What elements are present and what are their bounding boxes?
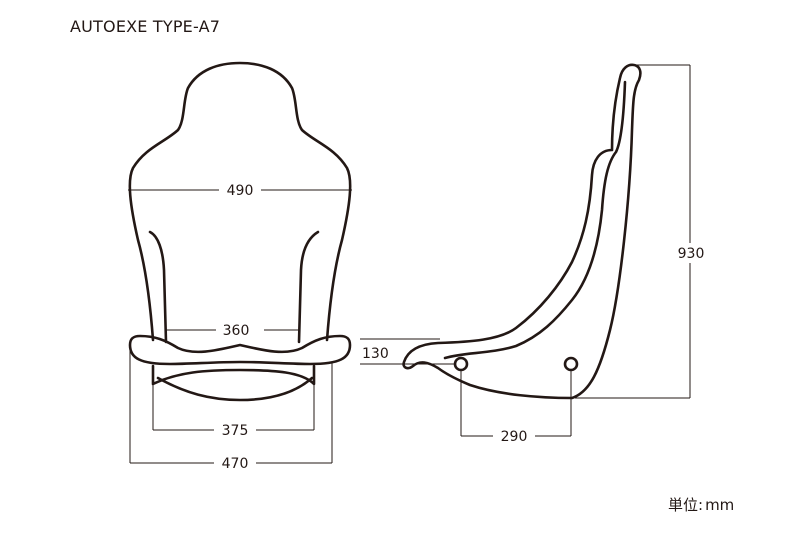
dim-label-375: 375: [222, 423, 249, 439]
side-mount-hole-front: [453, 356, 469, 372]
diagram-title: AUTOEXE TYPE-A7: [70, 17, 221, 36]
dim-label-130: 130: [362, 346, 389, 362]
dim-label-bg-930: [672, 243, 712, 263]
dim-label-bg-360: [216, 320, 264, 340]
unit-label: 単位:: [668, 496, 704, 514]
front-seat-base: [151, 364, 316, 386]
front-right-bolster: [297, 230, 320, 344]
side-seat-outline: [402, 63, 642, 400]
dim-label-490: 490: [227, 183, 254, 199]
dim-label-bg-290: [493, 426, 535, 446]
dim-label-bg-470: [214, 453, 256, 473]
front-view: 490 360 375 470: [128, 61, 352, 473]
dim-label-bg-375: [214, 420, 256, 440]
front-seat-outline: [128, 61, 352, 342]
side-mount-hole-rear: [563, 356, 579, 372]
dim-label-360: 360: [223, 323, 250, 339]
dim-label-930: 930: [678, 246, 705, 262]
front-left-bolster: [148, 230, 168, 344]
dim-label-290: 290: [501, 429, 528, 445]
side-view: 130 290 930: [360, 63, 712, 446]
front-seat-cushion: [128, 334, 352, 366]
front-seat-base-curve: [156, 376, 314, 402]
unit-note: 単位:mm: [668, 494, 734, 515]
side-seat-inner: [443, 80, 627, 360]
unit-value: mm: [705, 496, 735, 514]
dim-label-470: 470: [222, 456, 249, 472]
dim-label-bg-490: [219, 180, 261, 200]
